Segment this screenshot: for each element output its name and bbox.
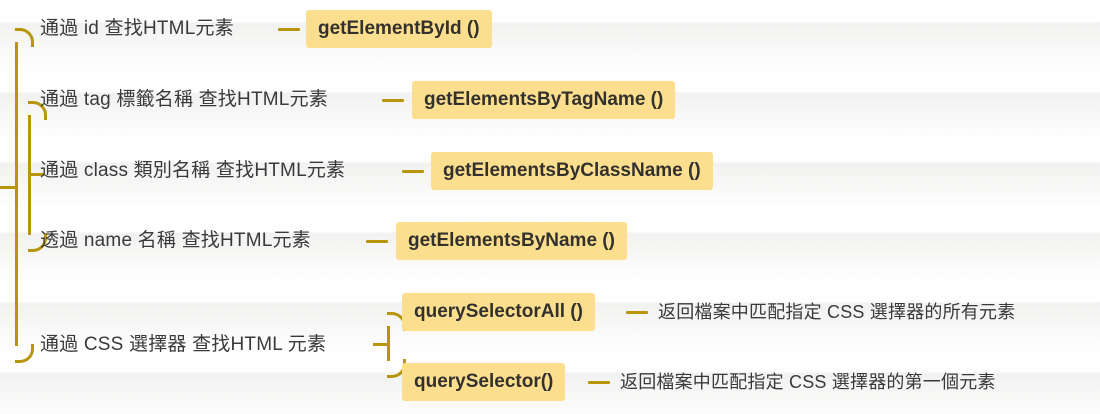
- connector-dash-id: [278, 28, 300, 31]
- connector-dash-tag: [382, 99, 404, 102]
- connector-dash-name: [366, 240, 388, 243]
- method-badge-queryselector[interactable]: querySelector(): [402, 363, 566, 401]
- row-label-id: 通過 id 查找HTML元素: [40, 18, 234, 39]
- main-bracket-spine: [15, 42, 18, 346]
- main-bracket-inner-cap-top: [28, 101, 47, 120]
- main-bracket-cap-bottom: [15, 344, 34, 363]
- description-queryselectorall: 返回檔案中匹配指定 CSS 選擇器的所有元素: [658, 302, 1016, 322]
- description-queryselector: 返回檔案中匹配指定 CSS 選擇器的第一個元素: [620, 372, 996, 392]
- main-bracket-inner-cap-bottom: [28, 233, 47, 252]
- row-label-class: 通過 class 類別名稱 查找HTML元素: [40, 160, 346, 181]
- css-branch-spine: [387, 326, 390, 361]
- connector-dash-queryselector: [588, 381, 610, 384]
- connector-dash-queryselectorall: [626, 311, 648, 314]
- row-label-tag: 通過 tag 標籤名稱 查找HTML元素: [40, 89, 328, 110]
- main-bracket-cap-top: [15, 28, 34, 47]
- method-badge-getelementsbyname[interactable]: getElementsByName (): [396, 222, 627, 260]
- main-bracket-inner-stub: [28, 173, 44, 176]
- method-badge-queryselectorall[interactable]: querySelectorAll (): [402, 293, 595, 331]
- connector-dash-class: [402, 170, 424, 173]
- method-badge-getelementsbytagname[interactable]: getElementsByTagName (): [412, 81, 676, 119]
- method-badge-getelementsbyclassname[interactable]: getElementsByClassName (): [431, 152, 713, 190]
- css-branch-stub: [373, 343, 389, 346]
- main-bracket-root-stub: [0, 186, 18, 189]
- row-label-css-selector: 通過 CSS 選擇器 查找HTML 元素: [40, 334, 327, 355]
- method-badge-getelementbyid[interactable]: getElementById (): [306, 10, 492, 48]
- row-label-name: 透過 name 名稱 查找HTML元素: [40, 230, 311, 251]
